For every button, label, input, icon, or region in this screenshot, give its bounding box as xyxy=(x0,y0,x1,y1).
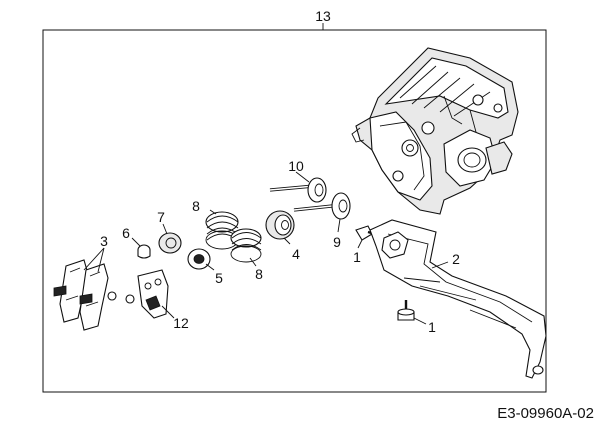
valve-lower xyxy=(293,192,351,220)
cover-plate-label: 2 xyxy=(452,251,460,267)
valve-cap xyxy=(137,244,151,259)
rocker-arms-label: 3 xyxy=(100,233,108,249)
seat-leader xyxy=(205,263,215,271)
retainer-right-leader xyxy=(283,237,291,245)
push-rod-guide-plate xyxy=(137,269,169,319)
valve-upper-leader xyxy=(295,171,310,183)
retainer-left-leader xyxy=(162,223,168,235)
screw-lower-leader xyxy=(413,317,427,325)
rocker-cover-plate xyxy=(369,219,547,379)
retainer-left-label: 7 xyxy=(157,209,165,225)
cylinder-head xyxy=(351,47,519,215)
springs-lower-label: 8 xyxy=(255,266,263,282)
screw-lower xyxy=(397,300,415,321)
cap-leader xyxy=(131,237,141,247)
valve-upper xyxy=(269,177,327,203)
valve-spring-lower xyxy=(230,228,262,263)
valve-retainer-right xyxy=(265,210,295,240)
valve-retainer-left xyxy=(158,232,182,254)
figure-code: E3-09960A-02 xyxy=(497,405,594,422)
cap-label: 6 xyxy=(122,225,130,241)
screw-upper-leader xyxy=(357,239,363,249)
springs-upper-label: 8 xyxy=(192,198,200,214)
diagram-frame xyxy=(42,29,547,393)
seat-label: 5 xyxy=(215,270,223,286)
valve-lower-label: 9 xyxy=(333,234,341,250)
retainer-right-label: 4 xyxy=(292,246,300,262)
valve-upper-label: 10 xyxy=(288,158,304,174)
rocker-arms-leader-right xyxy=(97,247,105,273)
springs-lower-leader xyxy=(249,257,257,267)
rocker-arms xyxy=(53,259,135,331)
valve-spring-upper xyxy=(205,211,239,250)
screw-lower-label: 1 xyxy=(428,319,436,335)
spring-seat xyxy=(187,248,211,270)
valve-lower-leader xyxy=(337,218,341,233)
rocker-arms-leader-left xyxy=(83,247,105,271)
guide-plate-leader xyxy=(161,305,175,319)
screw-upper-label: 1 xyxy=(353,249,361,265)
cover-plate-leader xyxy=(431,261,449,269)
assembly-number-label: 13 xyxy=(315,8,331,24)
springs-upper-leader xyxy=(209,209,217,215)
guide-plate-label: 12 xyxy=(173,315,189,331)
